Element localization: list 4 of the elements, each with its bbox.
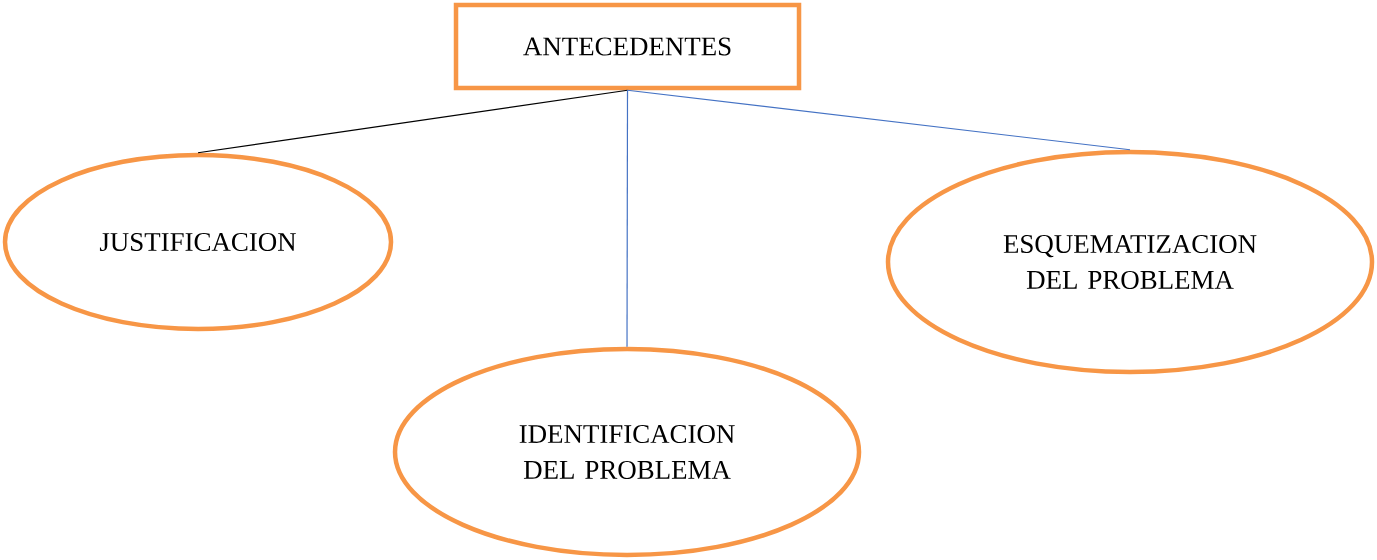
title-box: ANTECEDENTES — [453, 2, 802, 91]
connector-line — [626, 89, 629, 348]
connector-line — [197, 89, 629, 154]
connector-line — [626, 89, 1131, 151]
